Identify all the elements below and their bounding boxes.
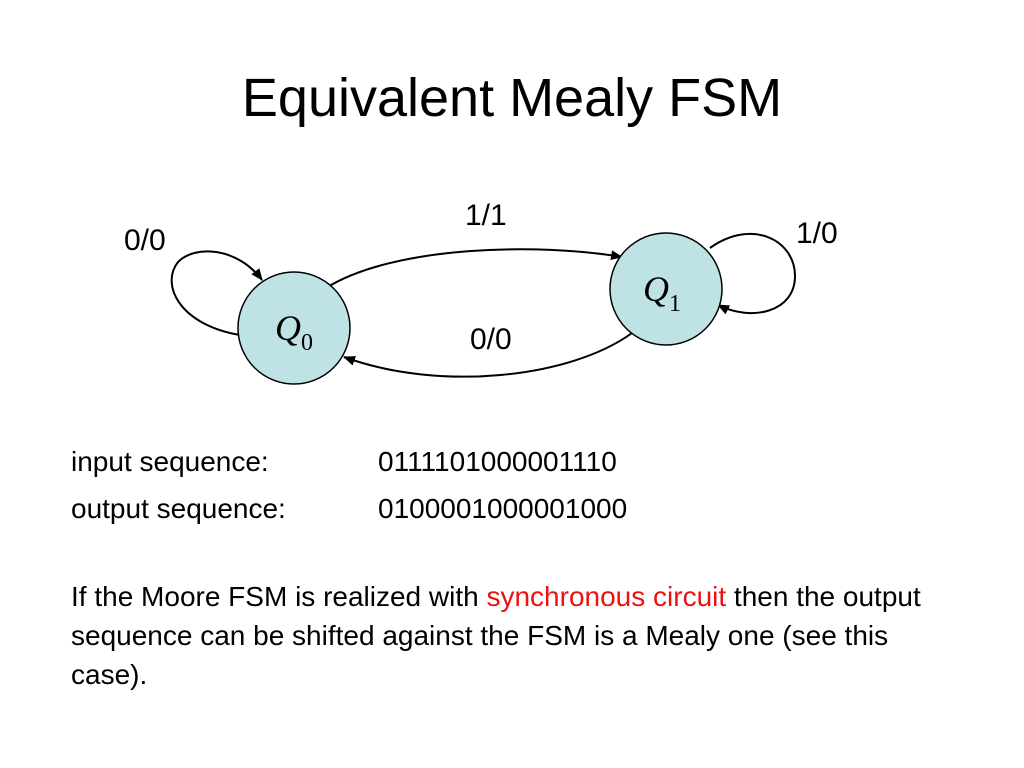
output-sequence-value: 0100001000001000 <box>378 493 628 524</box>
fsm-diagram: Q0 Q1 0/0 1/1 1/0 0/0 <box>124 199 838 385</box>
q0-self-label: 0/0 <box>124 224 166 257</box>
q1-to-q0-label: 0/0 <box>470 323 512 356</box>
q1-self-label: 1/0 <box>796 217 838 250</box>
input-sequence-row: input sequence: 0111101000001110 <box>71 445 617 479</box>
state-q0-label: Q0 <box>275 308 313 356</box>
state-q1-subscript: 1 <box>669 291 681 317</box>
q0-self-loop-arrow <box>170 250 263 336</box>
q1-self-loop-arrow <box>709 232 797 315</box>
output-sequence-row: output sequence: 0100001000001000 <box>71 492 627 526</box>
explanation-text-start: If the Moore FSM is realized with <box>71 581 487 612</box>
state-q0-subscript: 0 <box>301 330 313 356</box>
input-sequence-label: input sequence: <box>71 446 269 477</box>
q1-to-q0-arrow <box>343 332 633 378</box>
input-sequence-value: 0111101000001110 <box>378 446 617 477</box>
state-q1-label: Q1 <box>643 269 681 317</box>
state-q1-circle <box>609 232 723 346</box>
q0-to-q1-arrow <box>325 248 623 289</box>
synchronous-circuit-highlight: synchronous circuit <box>486 581 727 612</box>
state-q0-circle <box>237 271 351 385</box>
q0-to-q1-label: 1/1 <box>465 199 507 232</box>
slide-title: Equivalent Mealy FSM <box>241 68 783 128</box>
explanation-text-end: then the output sequence can be shifted … <box>71 581 921 690</box>
output-sequence-label: output sequence: <box>71 493 286 524</box>
explanation-paragraph: If the Moore FSM is realized with synchr… <box>71 577 961 694</box>
